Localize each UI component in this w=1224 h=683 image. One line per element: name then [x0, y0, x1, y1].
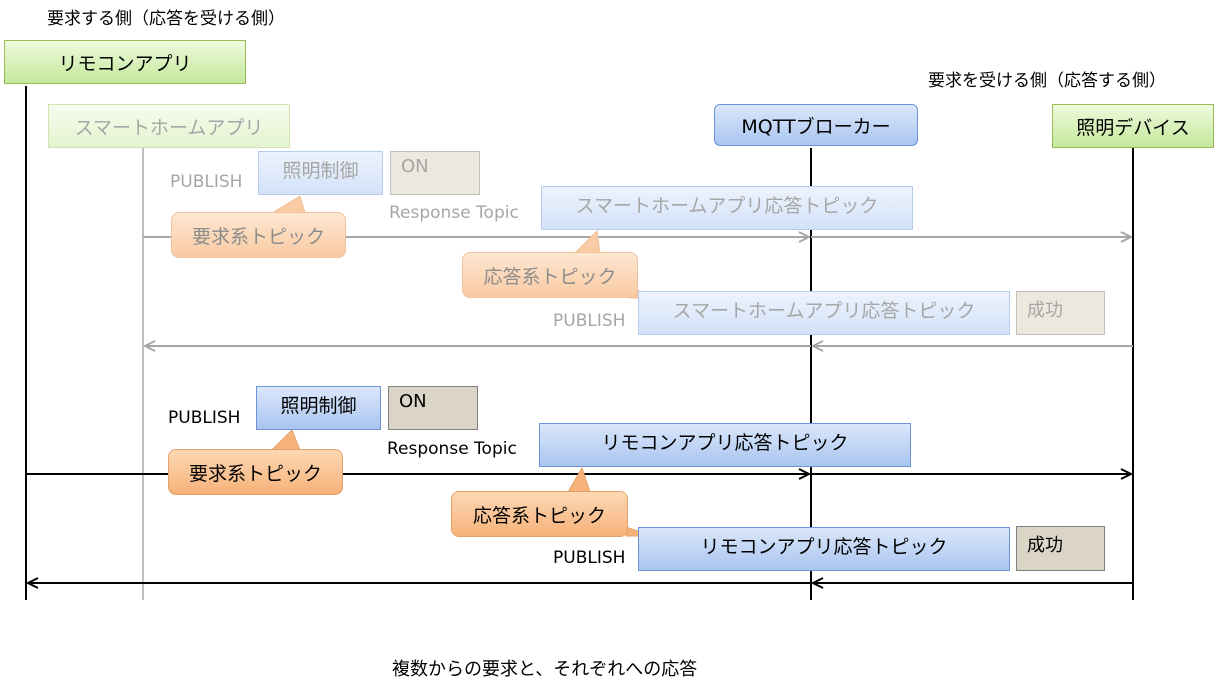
- request-topic: 照明制御: [256, 386, 381, 430]
- response-callout: 応答系トピック: [451, 491, 628, 537]
- payload-note: ON: [388, 386, 478, 430]
- faded-payload-note: ON: [390, 151, 480, 195]
- faded-reply-publish-label: PUBLISH: [553, 311, 626, 331]
- actor-smart-home-app: スマートホームアプリ: [48, 104, 290, 148]
- actor-lighting-device: 照明デバイス: [1052, 104, 1214, 148]
- reply-payload-note: 成功: [1016, 526, 1105, 571]
- response-topic: リモコンアプリ応答トピック: [539, 423, 911, 467]
- response-topic-label: Response Topic: [387, 439, 517, 459]
- faded-request-callout: 要求系トピック: [171, 212, 346, 258]
- actor-remote-app: リモコンアプリ: [4, 40, 246, 84]
- faded-response-callout-pointer: [573, 229, 601, 254]
- faded-response-callout: 応答系トピック: [462, 252, 638, 298]
- response-callout-pointer: [567, 466, 591, 493]
- faded-response-topic-label: Response Topic: [389, 203, 519, 223]
- faded-request-callout-pointer: [270, 195, 306, 214]
- requester-side-label: 要求する側（応答を受ける側）: [47, 9, 285, 29]
- diagram-caption: 複数からの要求と、それぞれへの応答: [392, 659, 698, 680]
- faded-reply-topic: スマートホームアプリ応答トピック: [638, 291, 1010, 335]
- request-callout: 要求系トピック: [168, 449, 343, 495]
- reply-publish-label: PUBLISH: [553, 548, 626, 568]
- request-callout-pointer: [270, 429, 301, 451]
- publish-label: PUBLISH: [168, 408, 241, 428]
- faded-reply-payload-note: 成功: [1016, 291, 1105, 335]
- faded-request-topic: 照明制御: [258, 151, 383, 195]
- faded-response-topic: スマートホームアプリ応答トピック: [541, 186, 913, 230]
- reply-topic: リモコンアプリ応答トピック: [638, 527, 1010, 571]
- responder-side-label: 要求を受ける側（応答する側）: [928, 71, 1166, 91]
- actor-mqtt-broker: MQTTブローカー: [714, 104, 918, 146]
- faded-publish-label: PUBLISH: [170, 172, 243, 192]
